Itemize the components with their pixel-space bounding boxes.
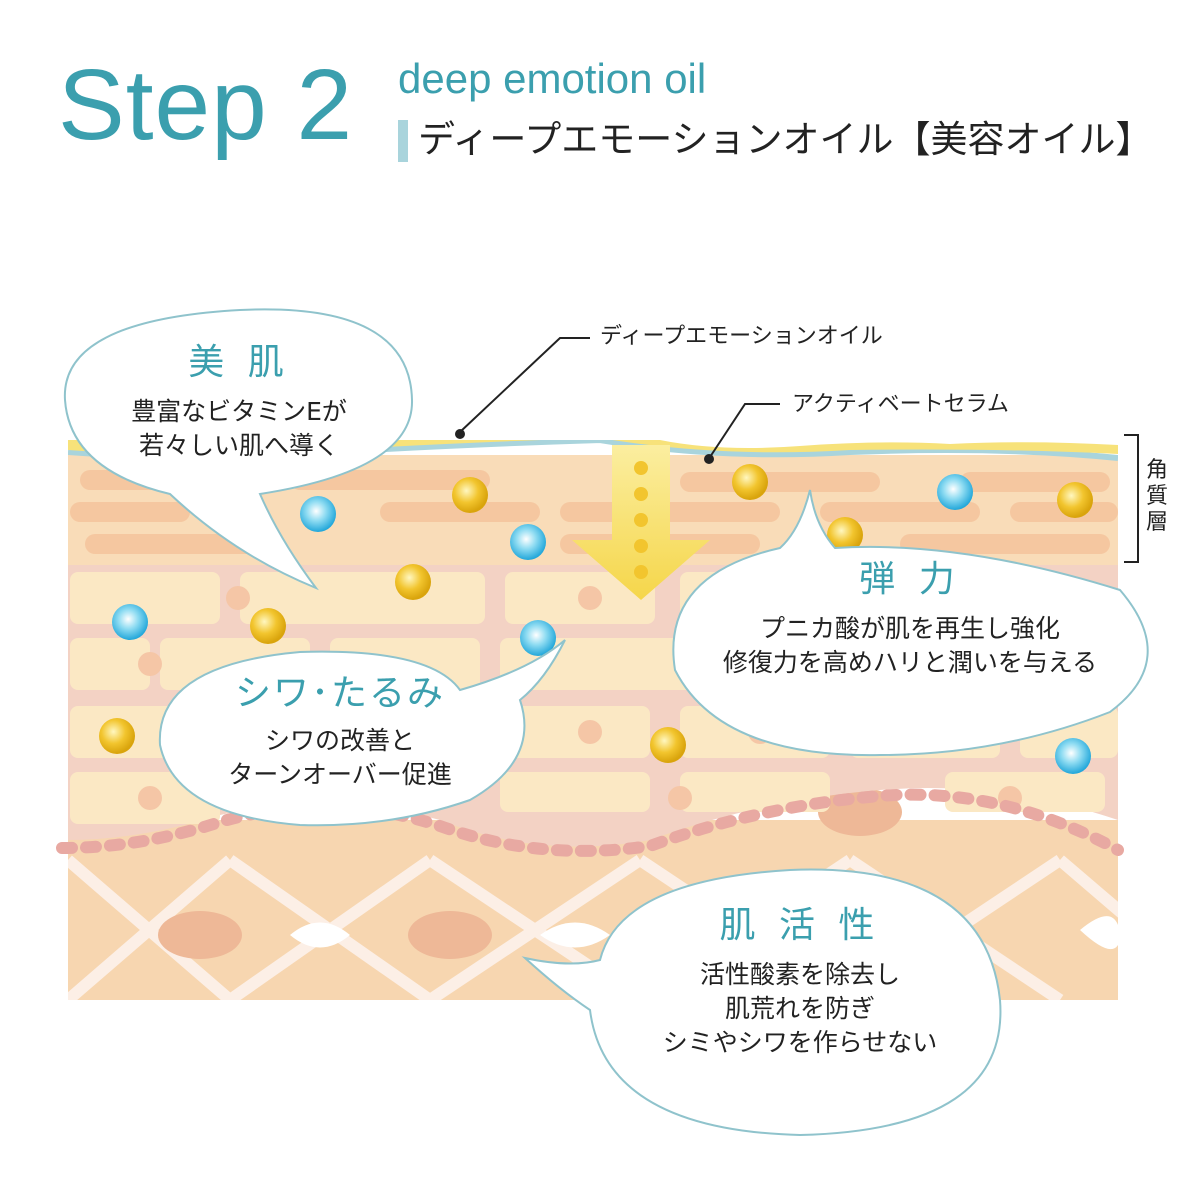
bubble-bihada: 美 肌 豊富なビタミンEが 若々しい肌へ導く xyxy=(64,345,414,463)
bubble-kasseisei-line-3: シミやシワを作らせない xyxy=(662,1028,938,1057)
penetration-arrow xyxy=(572,445,710,600)
serum-molecules-blue xyxy=(112,474,1091,774)
bubble-danryoku-line-1: プニカ酸が肌を再生し強化 xyxy=(759,614,1060,643)
step-title: Step 2 xyxy=(58,49,354,161)
bubble-kasseisei-line-1: 活性酸素を除去し xyxy=(699,960,900,989)
bubble-bihada-line-2: 若々しい肌へ導く xyxy=(138,431,339,460)
speech-bubbles xyxy=(63,308,1149,1137)
bubble-shiwa: シワ･たるみ シワの改善と ターンオーバー促進 xyxy=(170,676,510,792)
oil-pointer-dot xyxy=(455,429,465,439)
bubble-shiwa-shape xyxy=(158,639,566,827)
subtitle-accent-bar xyxy=(398,120,408,162)
subtitle-english: deep emotion oil xyxy=(398,55,707,102)
vitamin-molecules-yellow xyxy=(99,464,1093,763)
bubble-danryoku-line-2: 修復力を高めハリと潤いを与える xyxy=(722,648,1098,677)
bubble-shiwa-title: シワ･たるみ xyxy=(234,673,445,714)
bubble-bihada-line-1: 豊富なビタミンEが xyxy=(131,397,347,426)
basement-membrane xyxy=(56,788,1124,857)
bubble-bihada-shape xyxy=(63,308,414,591)
stratum-bracket xyxy=(1124,434,1139,563)
serum-pointer-dot xyxy=(704,454,714,464)
bubble-shiwa-line-2: ターンオーバー促進 xyxy=(228,760,452,789)
oil-layer-label: ディープエモーションオイル xyxy=(600,324,883,349)
bubble-danryoku: 弾 力 プニカ酸が肌を再生し強化 修復力を高めハリと潤いを与える xyxy=(670,562,1150,680)
stratum-label: 角質層 xyxy=(1145,458,1168,535)
bubble-kasseisei-title: 肌 活 性 xyxy=(719,905,881,946)
bubble-danryoku-title: 弾 力 xyxy=(859,559,961,600)
bubble-bihada-title: 美 肌 xyxy=(188,342,290,383)
bubble-danryoku-shape xyxy=(672,489,1149,757)
bubble-shiwa-line-1: シワの改善と xyxy=(264,726,415,755)
bubble-kasseisei-line-2: 肌荒れを防ぎ xyxy=(724,994,875,1023)
subtitle-japanese: ディープエモーションオイル【美容オイル】 xyxy=(418,118,1153,161)
bubble-kasseisei-shape xyxy=(521,868,1002,1137)
label-pointers xyxy=(459,337,780,458)
bubble-kasseisei: 肌 活 性 活性酸素を除去し 肌荒れを防ぎ シミやシワを作らせない xyxy=(600,908,1000,1060)
serum-layer-label: アクティベートセラム xyxy=(792,392,1009,417)
oil-layer xyxy=(68,440,1118,455)
